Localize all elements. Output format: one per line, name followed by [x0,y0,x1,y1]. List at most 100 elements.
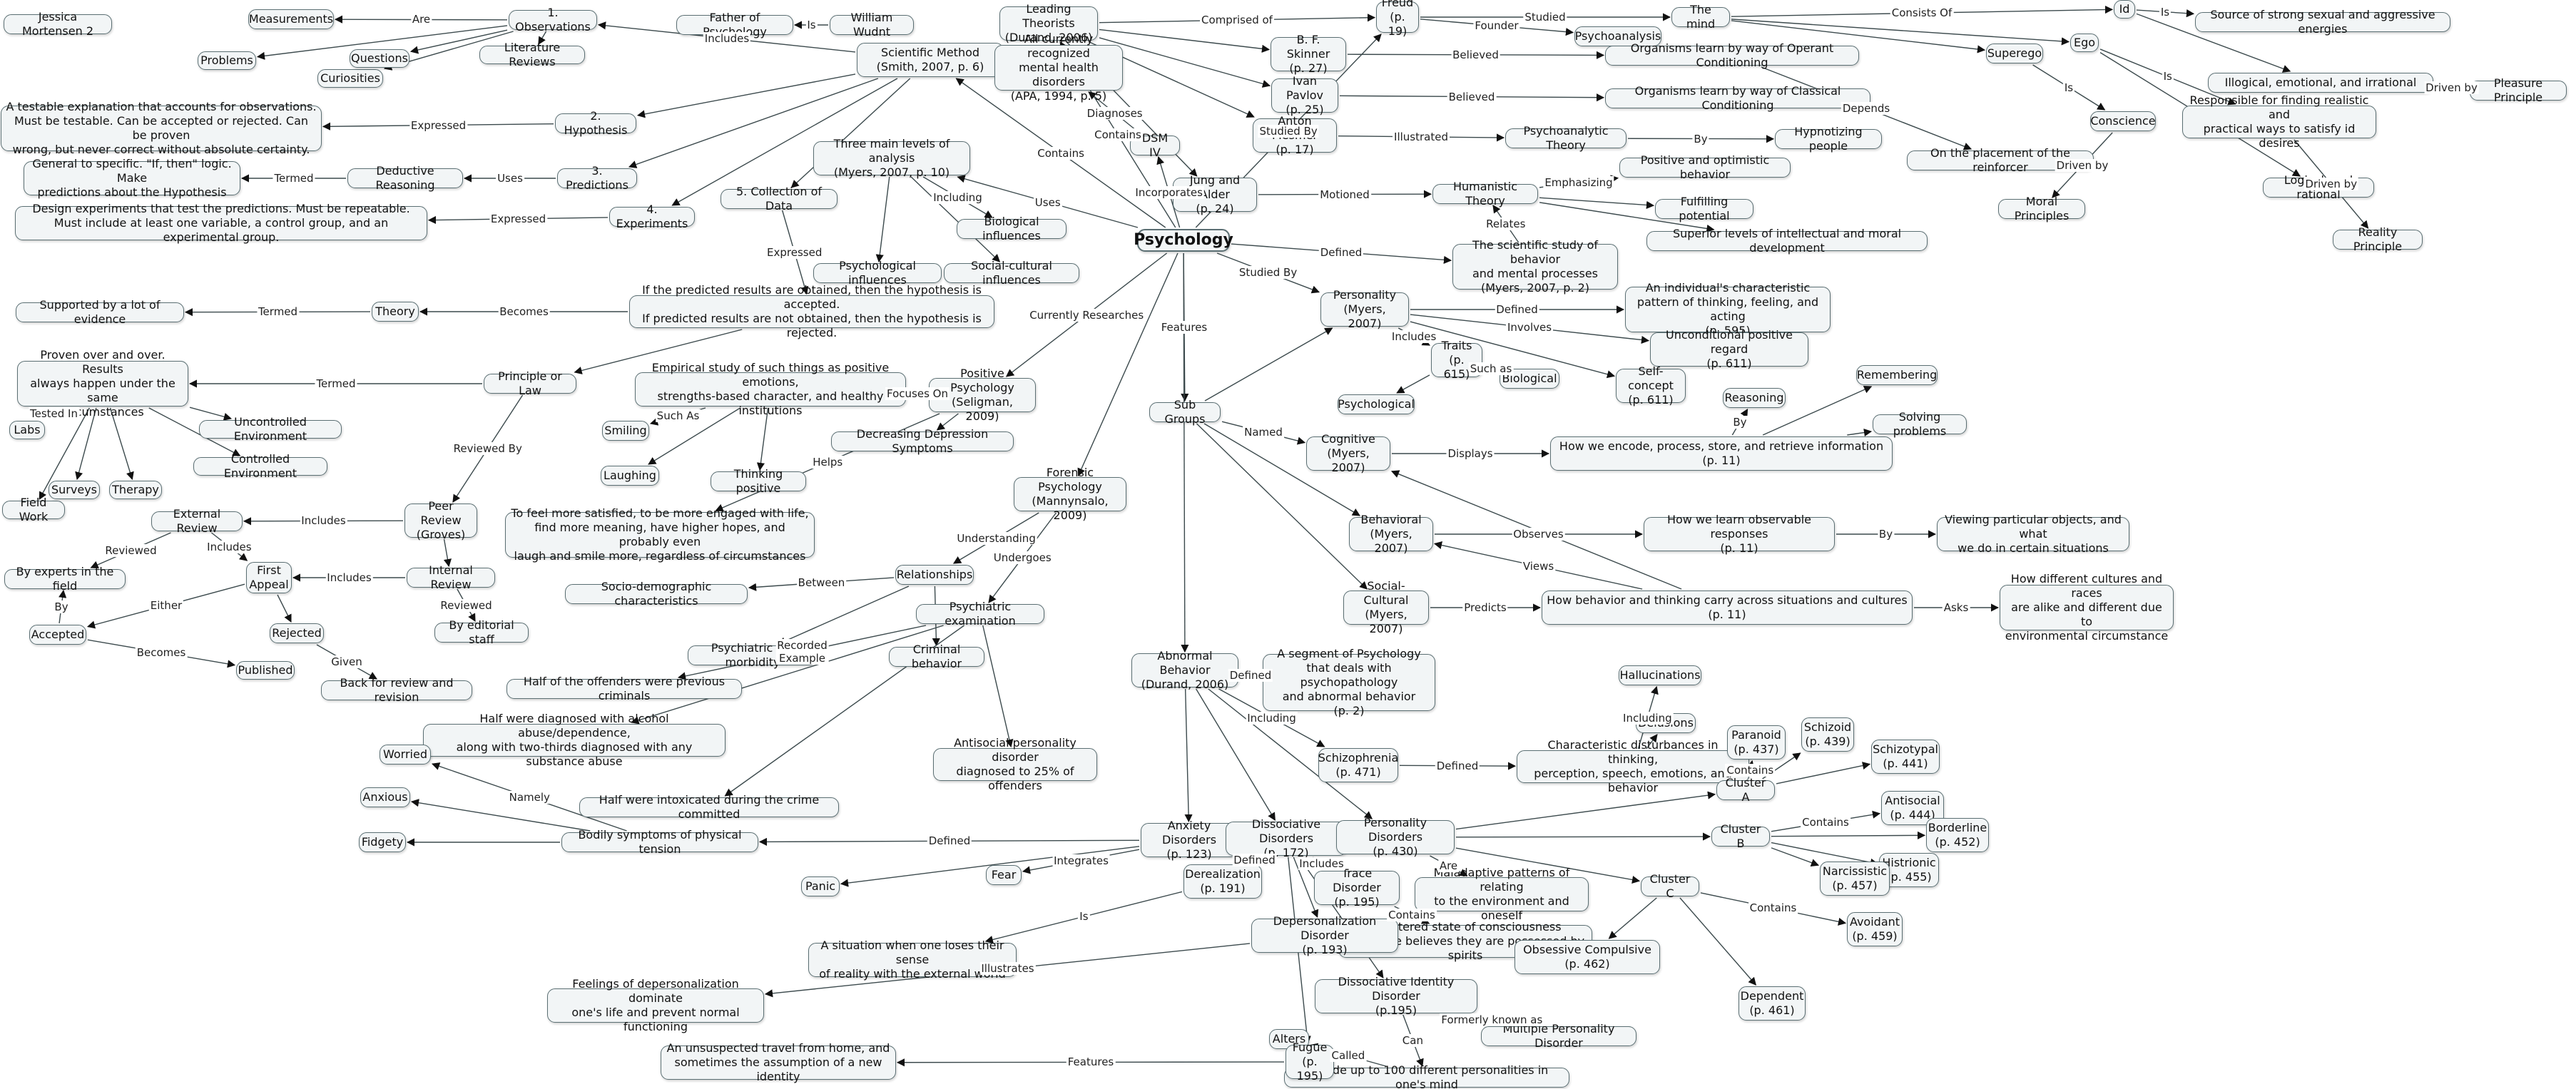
edge-obs-to-problems [256,25,508,60]
edge-chardist-to-delusions [1646,734,1658,750]
node-feelingsdep: Feelings of depersonalization dominate o… [547,977,764,1033]
node-halfalcohol: Half were diagnosed with alcohol abuse/d… [423,712,726,768]
edge-label-peerreview-to-extreview: Includes [300,514,347,528]
edge-label-conscience-to-moralprinc: Driven by [2055,158,2110,172]
node-thinkpos: Thinking positive [711,467,806,495]
node-mind: The mind [1671,3,1730,31]
node-psychoanalysis: Psychoanalysis [1574,26,1661,46]
node-rejected: Rejected [270,623,324,643]
node-include100: Include up to 100 different personalitie… [1284,1063,1569,1089]
node-selfconcept: Self-concept (p. 611) [1616,364,1686,407]
node-derealization: Derealization (p. 191) [1183,864,1262,899]
node-borderline: Borderline (p. 452) [1926,818,1989,852]
node-id: Id [2114,0,2135,19]
edge-humanistic-to-superior [1539,202,1715,232]
node-coll: 5. Collection of Data [721,185,838,213]
edge-label-psych-to-threelevels: Uses [1033,195,1062,209]
node-laughing: Laughing [601,466,659,486]
node-scistudy: The scientific study of behavior and men… [1452,238,1618,295]
edge-label-forensic-to-relationships: Understanding [955,531,1037,545]
edge-label-illogical-to-pleasure: Driven by [2424,81,2479,95]
edge-ifpred-to-principle [574,329,743,374]
edge-label-wundt-to-fatherpsych: Is [805,19,818,31]
node-personalitydis: Personality Disorders (p. 430) [1336,816,1455,858]
node-decreasing: Decreasing Depression Symptoms [831,427,1014,455]
edge-label-scimethod-to-obs: Includes [703,31,751,45]
edge-label-provenover-to-labs: Tested In [29,407,79,420]
edge-label-dissociative-to-trance: Includes [1298,857,1345,870]
node-schizoid: Schizoid (p. 439) [1801,717,1854,752]
edge-label-personality-to-unconditional: Involves [1505,321,1554,334]
edge-label-psyexam-to-halfprev: Recorded Example [775,638,829,665]
edge-id-to-illogical [2136,13,2291,73]
node-chardist: Characteristic disturbances in thinking,… [1517,738,1749,794]
edge-label-psych-to-positivepsy: Currently Researches [1028,308,1146,322]
node-theory: Theory [372,302,419,322]
edge-traits-to-psychological [1396,374,1430,394]
node-provenover: Proven over and over. Results always hap… [17,348,188,419]
node-curiosities: Curiosities [317,69,383,88]
node-fear: Fear [986,865,1022,885]
node-expdef: Design experiments that test the predict… [15,202,427,244]
node-controlled: Controlled Environment [193,452,327,480]
node-depersonalization: Depersonalization Disorder (p. 193) [1251,914,1398,956]
node-bodily: Bodily symptoms of physical tension [561,828,758,856]
edge-leading-to-skinner [1099,29,1271,53]
edge-encode-to-solving [1847,428,1873,437]
node-fugue: Fugue (p. 195) [1286,1041,1334,1083]
node-solving: Solving problems [1873,410,1967,438]
edge-clusterc-to-dependent [1679,897,1757,986]
edge-label-leading-to-freud: Comprised of [1200,14,1274,27]
node-pleasure: Pleasure Principle [2470,76,2567,104]
edge-label-abnormal-to-segment: Defined [1228,668,1273,682]
edge-personality-to-selfconcept [1410,321,1616,379]
edge-label-obs-to-measurements: Are [410,13,432,26]
edge-label-responsible-to-reality: Driven by [2303,178,2359,190]
edge-provenover-to-fieldwork [39,407,90,500]
edge-label-psych-to-leading: Contains [1093,128,1143,141]
edge-label-anxiety-to-bodily: Defined [927,834,972,848]
node-obs: 1. Observations [509,6,597,34]
node-freud: Freud (p. 19) [1376,0,1419,38]
edge-label-skinner-to-operant: Believed [1451,48,1500,61]
edge-label-extreview-to-byexperts: Reviewed [103,543,158,557]
node-supported: Supported by a lot of evidence [16,298,184,326]
edge-leading-to-pavlov [1099,37,1271,88]
node-socialcult: Social-Cultural (Myers, 2007) [1343,579,1429,635]
node-segment: A segment of Psychology that deals with … [1263,647,1435,717]
edge-label-schizophrenia-to-chardist: Defined [1435,759,1480,772]
node-anxious: Anxious [360,787,410,807]
edge-positivepsy-to-decreasing [936,413,959,431]
edge-label-fugue-to-unsuspected: Features [1066,1055,1116,1069]
node-antisocial: Antisocial (p. 444) [1881,791,1944,825]
edge-subgroups-to-socialcult [1196,423,1368,590]
edge-label-abnormal-to-schizophrenia: Including [1246,711,1298,725]
edge-label-chardist-to-hallucinations: Including [1622,711,1674,725]
edge-label-did-to-multiple: Formerly known as [1440,1013,1544,1026]
edge-label-superego-to-conscience: Is [2062,81,2075,94]
edge-label-principle-to-provenover: Termed [315,377,357,390]
node-reality: Reality Principle [2333,225,2423,253]
node-backreview: Back for review and revision [321,676,472,704]
edge-label-personalitydis-to-maladaptive: Are [1437,859,1460,872]
edge-label-psych-to-freud: Studied By [1258,124,1319,138]
edge-label-traits-to-biological: Such as [1468,362,1514,376]
edge-label-did-to-include100: Can [1400,1034,1425,1047]
edge-label-threelevels-to-bioinf: Including [932,190,984,204]
node-ego: Ego [2070,34,2099,52]
node-extreview: External Review [151,507,243,535]
node-did: Dissociative Identity Disorder (p.195) [1315,975,1477,1017]
node-hypdef: A testable explanation that accounts for… [1,100,322,156]
node-ifpred: If the predicted results are obtained, t… [629,283,994,339]
node-unsuspected: An unsuspected travel from home, and som… [661,1041,896,1083]
node-viewing: Viewing particular objects, and what we … [1937,513,2129,555]
edge-label-relationships-to-sociodemo: Between [796,576,847,589]
node-psyinf: Psychological influences [813,259,942,287]
edge-label-operant-to-reinforcer: Depends [1841,101,1892,115]
edge-obs-to-litreviews [538,31,547,45]
edge-mind-to-ego [1731,19,2070,46]
edge-psyexam-to-halfalcohol [631,625,944,725]
edge-psyexam-to-antisocial25 [982,625,1014,748]
node-panic: Panic [801,876,840,896]
node-problems: Problems [198,51,256,70]
